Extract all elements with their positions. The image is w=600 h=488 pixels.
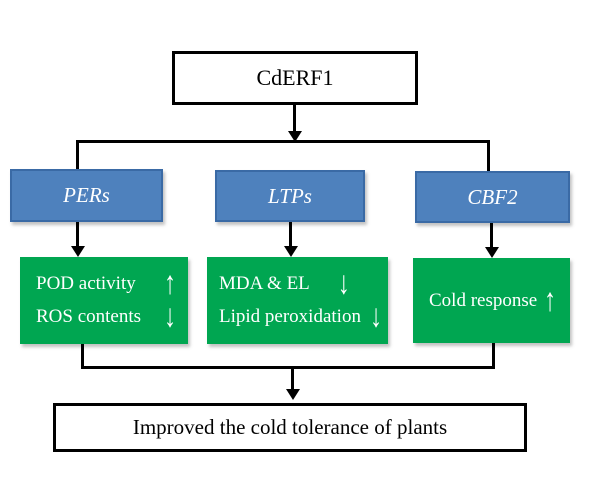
gene-box-pers-label: PERs bbox=[63, 183, 110, 207]
effect-line: POD activity ↑ bbox=[36, 267, 176, 299]
effect-box-pers: POD activity ↑ ROS contents ↓ bbox=[20, 257, 188, 344]
effect-line: MDA & EL ↓ bbox=[219, 267, 382, 299]
down-arrow-icon: ↓ bbox=[370, 299, 382, 335]
connector-cderf1-shaft bbox=[293, 105, 296, 132]
down-arrow-icon: ↓ bbox=[164, 299, 176, 335]
arrowhead-down-icon bbox=[284, 246, 298, 257]
connector-ltps-effect-shaft bbox=[289, 222, 292, 247]
effect-text: ROS contents bbox=[36, 306, 142, 328]
arrowhead-down-icon bbox=[286, 389, 300, 400]
effect-box-ltps: MDA & EL ↓ Lipid peroxidation ↓ bbox=[207, 257, 388, 344]
connector-pers-effect-shaft bbox=[76, 222, 79, 247]
connector-branch-right-drop bbox=[487, 140, 490, 172]
title-box-label: CdERF1 bbox=[256, 65, 334, 90]
outcome-box-label: Improved the cold tolerance of plants bbox=[132, 415, 448, 439]
connector-outcome-shaft bbox=[291, 366, 294, 390]
connector-branch-left-drop bbox=[76, 140, 79, 170]
gene-box-pers: PERs bbox=[10, 169, 163, 222]
effect-text: MDA & EL bbox=[219, 272, 310, 294]
effect-text: Lipid peroxidation bbox=[219, 306, 361, 328]
title-box-cderf1: CdERF1 bbox=[172, 51, 418, 105]
connector-merge-right-riser bbox=[492, 343, 495, 369]
up-arrow-icon: ↑ bbox=[544, 282, 556, 319]
effect-text: Cold response bbox=[429, 289, 538, 311]
gene-box-ltps-label: LTPs bbox=[268, 183, 312, 208]
effect-line: ROS contents ↓ bbox=[36, 301, 176, 333]
connector-branch-horizontal bbox=[76, 140, 490, 143]
down-arrow-icon: ↓ bbox=[337, 266, 350, 302]
effect-line: Cold response ↑ bbox=[429, 284, 556, 316]
arrowhead-down-icon bbox=[288, 131, 302, 142]
gene-box-cbf2-label: CBF2 bbox=[467, 184, 518, 209]
arrowhead-down-icon bbox=[71, 246, 85, 257]
connector-merge-left-riser bbox=[81, 344, 84, 369]
effect-box-cbf2: Cold response ↑ bbox=[413, 258, 570, 343]
up-arrow-icon: ↑ bbox=[164, 266, 176, 302]
outcome-box: Improved the cold tolerance of plants bbox=[53, 403, 527, 452]
connector-cbf2-effect-shaft bbox=[490, 223, 493, 247]
arrowhead-down-icon bbox=[485, 247, 499, 258]
connector-merge-horizontal bbox=[81, 366, 495, 369]
gene-box-cbf2: CBF2 bbox=[415, 171, 570, 223]
gene-box-ltps: LTPs bbox=[215, 170, 365, 222]
effect-line: Lipid peroxidation ↓ bbox=[219, 301, 382, 333]
effect-text: POD activity bbox=[36, 272, 136, 294]
